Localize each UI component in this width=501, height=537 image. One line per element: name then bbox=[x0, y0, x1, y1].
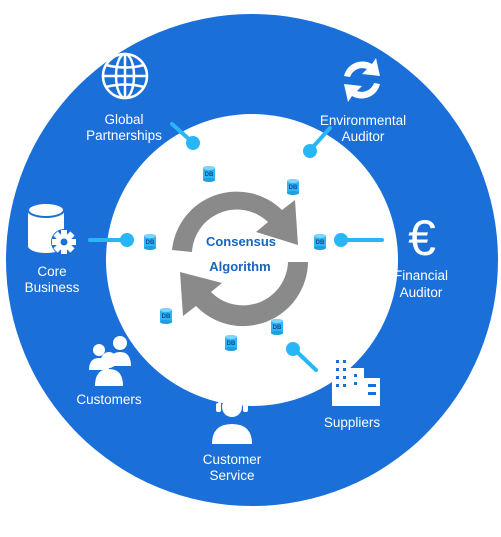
svg-text:DB: DB bbox=[146, 240, 155, 246]
svg-text:DB: DB bbox=[273, 325, 282, 331]
recycle-icon bbox=[344, 58, 380, 102]
connector-suppliers bbox=[294, 349, 318, 372]
db-node: DB bbox=[271, 319, 283, 335]
db-node: DB bbox=[314, 234, 326, 250]
svg-text:DB: DB bbox=[289, 185, 298, 191]
svg-text:DB: DB bbox=[316, 240, 325, 246]
node-label-global-line2: Partnerships bbox=[86, 128, 162, 143]
node-label-suppliers: Suppliers bbox=[324, 415, 381, 430]
center-label-line1: Consensus bbox=[206, 234, 276, 249]
people-icon bbox=[89, 336, 131, 386]
node-label-environmental-line1: Environmental bbox=[320, 113, 406, 128]
node-label-customers: Customers bbox=[76, 392, 142, 407]
db-node: DB bbox=[160, 308, 172, 324]
db-node: DB bbox=[287, 179, 299, 195]
connector-dots bbox=[120, 136, 348, 356]
db-node: DB bbox=[144, 234, 156, 250]
connector-dot bbox=[303, 144, 317, 158]
connector-dot bbox=[286, 342, 300, 356]
connector-dot bbox=[334, 233, 348, 247]
node-label-global-line1: Global bbox=[104, 112, 143, 127]
connector-dot bbox=[120, 233, 134, 247]
db-node: DB bbox=[203, 166, 215, 182]
connector-dot bbox=[186, 136, 200, 150]
node-label-financial-line1: Financial bbox=[394, 268, 448, 283]
svg-text:DB: DB bbox=[227, 341, 236, 347]
node-label-core-line2: Business bbox=[25, 280, 80, 295]
connectors bbox=[88, 122, 384, 372]
node-label-customer-service-line2: Service bbox=[209, 468, 254, 483]
connector-environmental-auditor bbox=[310, 126, 332, 150]
node-label-environmental-line2: Auditor bbox=[342, 129, 385, 144]
headset-icon bbox=[212, 392, 252, 444]
center-label-line2: Algorithm bbox=[209, 259, 270, 274]
database-gear-icon bbox=[27, 202, 77, 255]
connector-global-partnerships bbox=[170, 122, 192, 142]
consensus-cycle-icon bbox=[172, 191, 308, 327]
db-node: DB bbox=[225, 335, 237, 351]
globe-icon bbox=[101, 52, 149, 100]
euro-icon: € bbox=[408, 210, 436, 266]
node-label-core-line1: Core bbox=[37, 264, 66, 279]
svg-text:DB: DB bbox=[162, 314, 171, 320]
svg-text:DB: DB bbox=[205, 172, 214, 178]
node-label-customer-service-line1: Customer bbox=[203, 452, 262, 467]
node-label-financial-line2: Auditor bbox=[400, 285, 443, 300]
buildings-icon bbox=[332, 346, 380, 406]
inner-white-circle bbox=[106, 114, 398, 406]
